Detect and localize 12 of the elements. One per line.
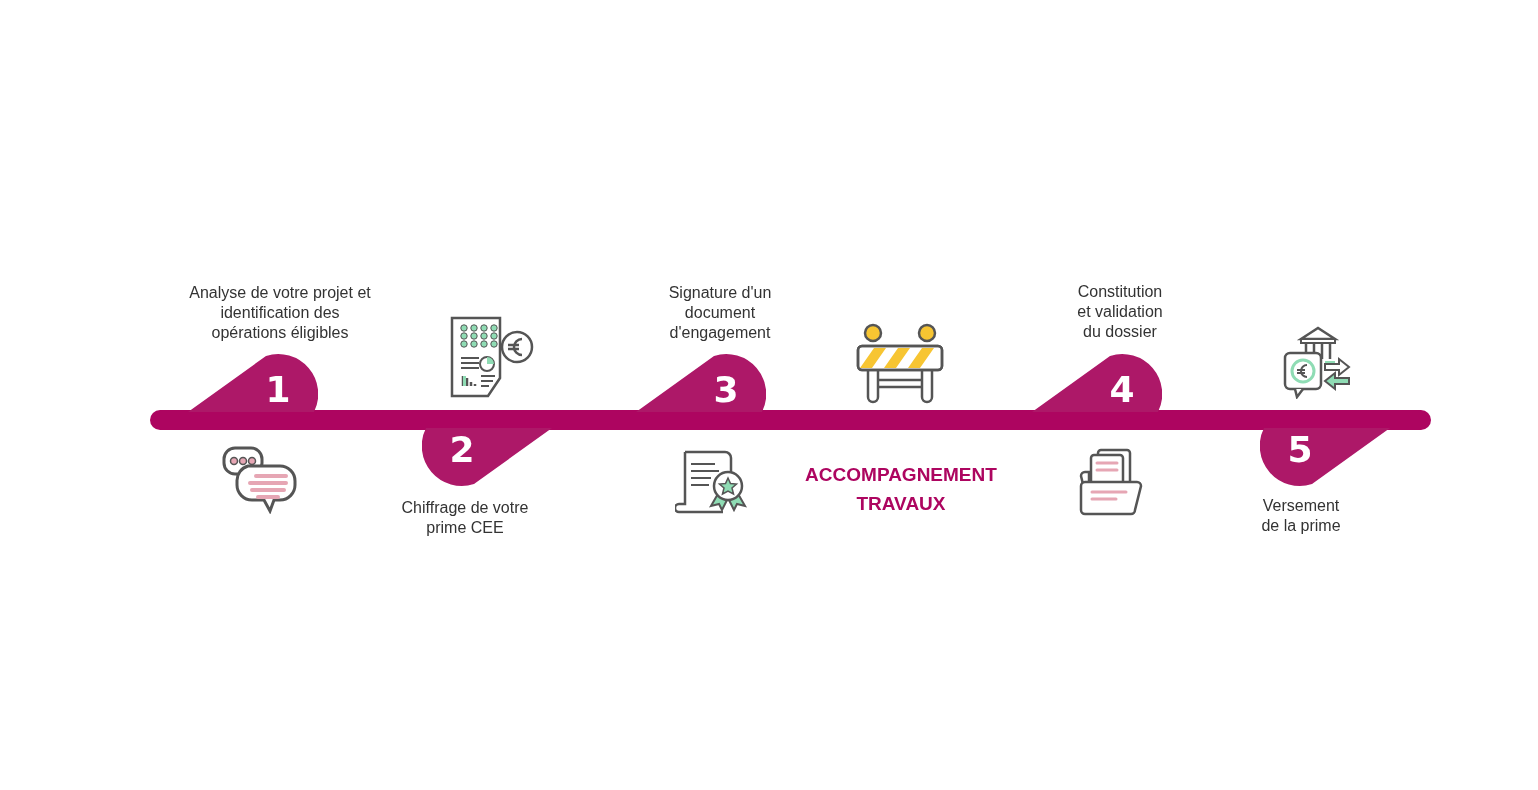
step-description: Analyse de votre projet et identification des opérations éligibles (189, 283, 371, 343)
step-number: 3 (713, 372, 739, 408)
step-number: 4 (1109, 372, 1135, 408)
step-description: Signature d'un document d'engagement (667, 283, 773, 343)
step-description: Chiffrage de votre prime CEE (400, 498, 530, 538)
step-number: 5 (1287, 432, 1313, 468)
step-description: Versement de la prime (1260, 496, 1342, 536)
phase-label: ACCOMPAGNEMENT TRAVAUX (804, 463, 998, 516)
timeline-bar (150, 410, 1431, 430)
step-description: Constitution et validation du dossier (1076, 282, 1164, 342)
step-number: 1 (265, 372, 291, 408)
step-number: 2 (449, 432, 475, 468)
